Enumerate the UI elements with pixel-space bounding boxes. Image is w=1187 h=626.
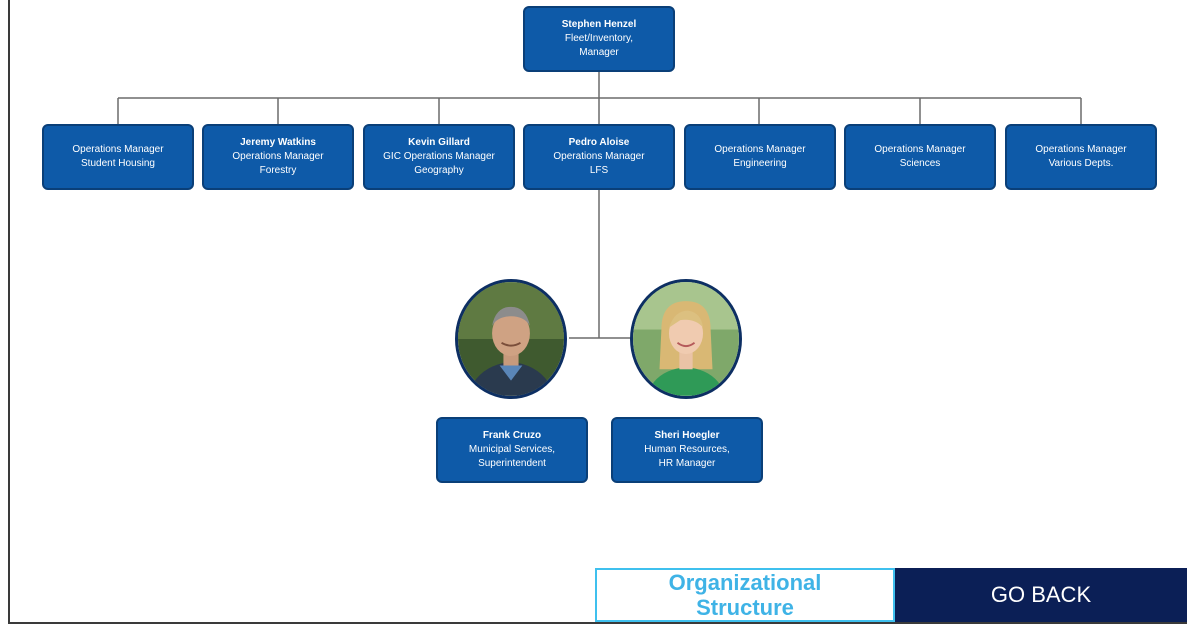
box-name: Stephen Henzel — [561, 19, 637, 30]
box-line1: Fleet/Inventory, — [564, 33, 634, 44]
photo-sheri-hoegler — [630, 279, 742, 399]
person-photo-icon — [633, 282, 739, 396]
box-operations-manager-various-depts: Operations Manager Various Depts. — [1005, 124, 1157, 190]
frame-left-border — [8, 0, 10, 624]
box-line2: Sciences — [899, 158, 941, 169]
box-line2: Various Depts. — [1048, 158, 1114, 169]
box-line2: Student Housing — [81, 158, 155, 169]
box-line1: Operations Manager — [874, 144, 966, 155]
box-line2: Engineering — [733, 158, 787, 169]
box-line2: LFS — [589, 165, 609, 176]
go-back-button[interactable]: GO BACK — [895, 568, 1187, 622]
box-line1: Operations Manager — [553, 151, 645, 162]
box-line2: Superintendent — [478, 458, 546, 469]
section-title: Organizational Structure — [595, 568, 895, 622]
box-name: Kevin Gillard — [408, 137, 470, 148]
photo-frank-cruzo — [455, 279, 567, 399]
box-line1: GIC Operations Manager — [383, 151, 495, 162]
box-operations-manager-sciences: Operations Manager Sciences — [844, 124, 996, 190]
box-line1: Human Resources, — [644, 444, 730, 455]
box-line2: HR Manager — [658, 458, 716, 469]
box-line1: Operations Manager — [72, 144, 164, 155]
box-pedro-aloise: Pedro Aloise Operations Manager LFS — [523, 124, 675, 190]
section-title-line1: Organizational — [668, 570, 822, 595]
box-jeremy-watkins: Jeremy Watkins Operations Manager Forest… — [202, 124, 354, 190]
box-sheri-hoegler: Sheri Hoegler Human Resources, HR Manage… — [611, 417, 763, 483]
box-line1: Operations Manager — [714, 144, 806, 155]
box-line1: Municipal Services, — [468, 444, 556, 455]
box-name: Frank Cruzo — [482, 430, 542, 441]
person-photo-icon — [458, 282, 564, 396]
box-name: Jeremy Watkins — [240, 137, 316, 148]
box-operations-manager-engineering: Operations Manager Engineering — [684, 124, 836, 190]
frame-bottom-border — [8, 622, 1187, 624]
box-kevin-gillard: Kevin Gillard GIC Operations Manager Geo… — [363, 124, 515, 190]
box-line2: Manager — [579, 47, 619, 58]
box-operations-manager-student-housing: Operations Manager Student Housing — [42, 124, 194, 190]
box-line2: Geography — [414, 165, 464, 176]
box-line1: Operations Manager — [232, 151, 324, 162]
box-stephen-henzel: Stephen Henzel Fleet/Inventory, Manager — [523, 6, 675, 72]
box-name: Pedro Aloise — [568, 137, 630, 148]
box-frank-cruzo: Frank Cruzo Municipal Services, Superint… — [436, 417, 588, 483]
section-title-line2: Structure — [696, 595, 794, 620]
box-line1: Operations Manager — [1035, 144, 1127, 155]
box-name: Sheri Hoegler — [654, 430, 720, 441]
box-line2: Forestry — [259, 165, 297, 176]
